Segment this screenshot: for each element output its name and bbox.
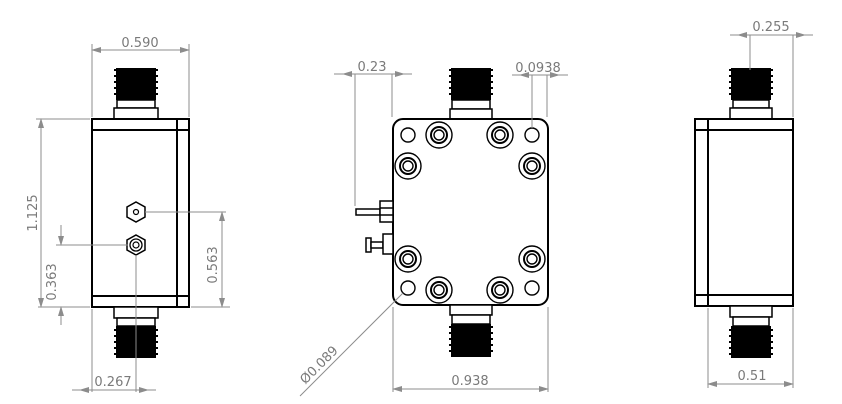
dim-height-1125: 1.125 [26,194,41,231]
side-pin-icon [355,200,394,223]
dim-offset-023: 0.23 [358,60,387,75]
hex-feature-icon [126,201,146,223]
right-side-view: 0.255 0.51 [694,20,813,388]
dim-height-0563: 0.563 [206,246,221,283]
mounting-hole-icon [400,127,540,296]
dim-offset-0255: 0.255 [752,20,789,35]
bottom-connector-icon [449,304,493,357]
feedthrough-icon [126,234,146,256]
dim-height-0363: 0.363 [45,263,60,300]
feedthrough-pin-icon [365,233,394,255]
left-side-view: 0.590 1.125 0.363 0.563 0.267 [26,36,230,393]
screw-icon [394,121,546,304]
dim-offset-00938: 0.0938 [515,61,561,76]
dim-offset-0267: 0.267 [94,375,131,390]
front-view: 0.23 0.0938 0.938 Ø0.089 [297,60,568,397]
dim-width-0938: 0.938 [451,374,488,389]
front-body [392,118,549,306]
top-connector-icon [449,68,493,120]
dim-width-051: 0.51 [738,369,767,384]
right-body [694,118,794,307]
top-connector-icon [113,68,159,120]
dim-width-0590: 0.590 [121,36,158,51]
dim-hole-diameter: Ø0.089 [297,343,341,387]
bottom-connector-icon [729,305,773,358]
top-connector-icon [729,68,773,120]
